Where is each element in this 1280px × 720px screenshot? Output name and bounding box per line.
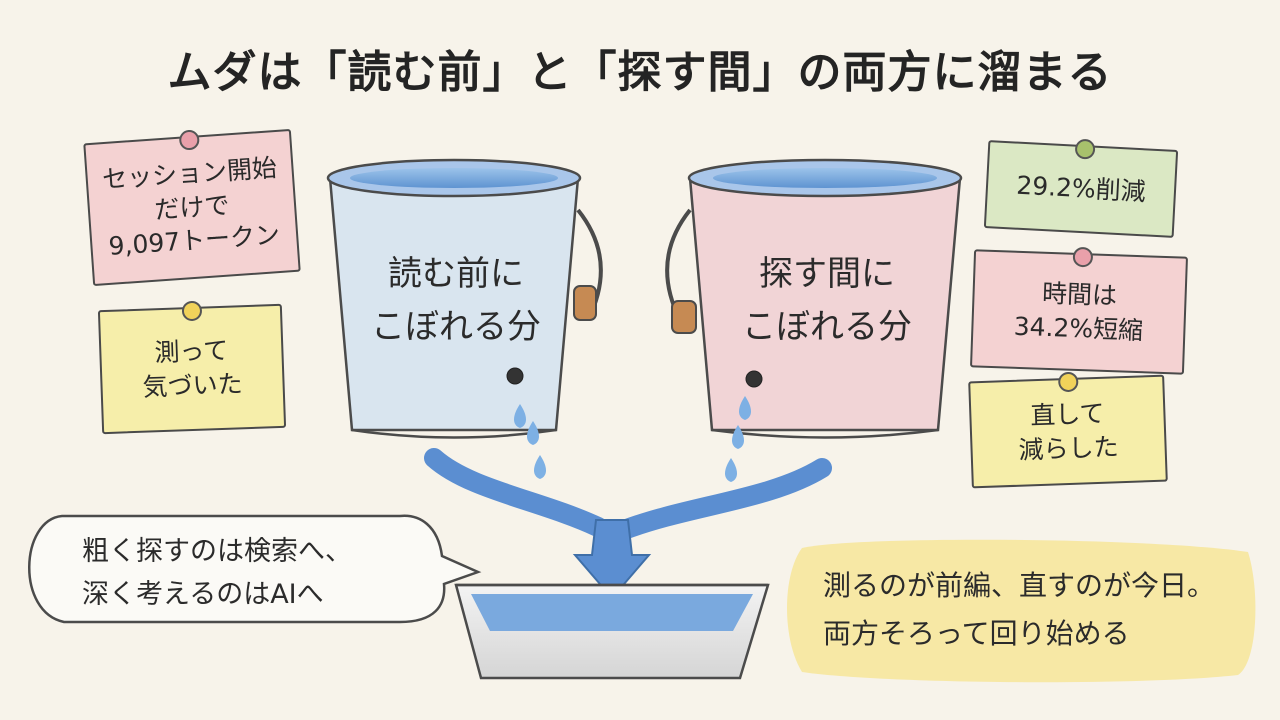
left-bucket-label: 読む前に こぼれる分	[371, 254, 541, 347]
speech-bubble	[28, 514, 482, 624]
pin-icon	[1072, 246, 1094, 268]
conclusion-text: 測るのが前編、直すのが今日。 両方そろって回り始める	[823, 569, 1216, 650]
pin-icon	[181, 300, 203, 322]
pin-icon	[178, 129, 200, 151]
right-bucket	[665, 158, 963, 439]
right-middle-note-text: 時間は 34.2%短縮	[1013, 278, 1144, 346]
conclusion-wash	[787, 539, 1256, 683]
right-middle-note: 時間は 34.2%短縮	[970, 246, 1188, 375]
right-bottom-note: 直して 減らした	[968, 371, 1168, 489]
right-bucket-drips	[725, 396, 751, 482]
left-bottom-note-text: 測って 気づいた	[142, 335, 244, 402]
speech-bubble-text: 粗く探すのは検索へ、 深く考えるのはAIへ	[82, 536, 352, 611]
left-top-note: セッション開始 だけで 9,097トークン	[83, 128, 301, 287]
pin-icon	[1057, 371, 1079, 393]
left-bucket-drips	[514, 404, 546, 479]
left-bucket	[326, 158, 603, 439]
right-top-note: 29.2%削減	[983, 138, 1179, 238]
left-top-note-text: セッション開始 だけで 9,097トークン	[101, 152, 281, 262]
right-bucket-label: 探す間に こぼれる分	[742, 254, 912, 347]
pin-icon	[1074, 138, 1096, 160]
water-tray	[454, 583, 770, 680]
left-bottom-note: 測って 気づいた	[97, 300, 287, 435]
right-top-note-text: 29.2%削減	[1015, 170, 1147, 207]
page-title: ムダは「読む前」と「探す間」の両方に溜まる	[167, 47, 1113, 98]
merge-arrow	[424, 448, 832, 600]
right-bottom-note-text: 直して 減らした	[1018, 398, 1120, 465]
